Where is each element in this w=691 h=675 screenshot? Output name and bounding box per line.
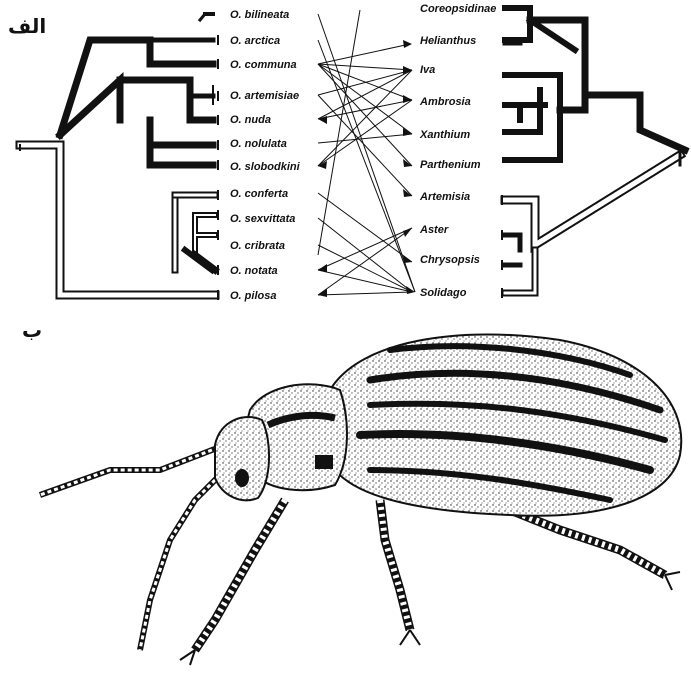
taxon-o-bilineata: O. bilineata (230, 9, 289, 21)
plant-ambrosia: Ambrosia (419, 96, 471, 108)
taxon-o-slobodkini: O. slobodkini (230, 161, 301, 173)
beetle-phylogeny-tree (20, 14, 218, 299)
taxon-o-pilosa: O. pilosa (230, 290, 276, 302)
plant-chrysopsis: Chrysopsis (420, 254, 480, 266)
plant-helianthus: Helianthus (420, 35, 476, 47)
taxon-o-communa: O. communa (230, 59, 297, 71)
host-association-lines (318, 10, 415, 295)
plant-solidago: Solidago (420, 287, 467, 299)
beetle-elytra (323, 334, 681, 515)
plant-phylogeny-tree (502, 8, 685, 297)
taxon-o-nolulata: O. nolulata (230, 138, 287, 150)
plant-parthenium: Parthenium (420, 159, 481, 171)
taxon-o-sexvittata: O. sexvittata (230, 213, 295, 225)
beetle-antennae (40, 445, 225, 650)
taxon-o-arctica: O. arctica (230, 35, 280, 47)
pronotum-spot (315, 455, 333, 469)
plant-artemisia: Artemisia (419, 191, 470, 203)
plant-xanthium: Xanthium (419, 129, 470, 141)
beetle-eye (235, 469, 249, 487)
taxon-o-artemisiae: O. artemisiae (230, 90, 299, 102)
taxon-o-conferta: O. conferta (230, 188, 288, 200)
taxon-o-nuda: O. nuda (230, 114, 271, 126)
taxon-o-notata: O. notata (230, 265, 278, 277)
taxon-o-cribrata: O. cribrata (230, 240, 285, 252)
beetle-taxa-labels: O. bilineata O. arctica O. communa O. ar… (230, 9, 301, 302)
plant-iva: Iva (420, 64, 435, 76)
plant-taxa-labels: Coreopsidinae Helianthus Iva Ambrosia Xa… (419, 3, 496, 299)
plant-coreopsidinae: Coreopsidinae (420, 3, 496, 15)
beetle-illustration (40, 334, 681, 665)
beetle-head (215, 417, 269, 500)
cophylogeny-panel: O. bilineata O. arctica O. communa O. ar… (20, 3, 685, 302)
plant-aster: Aster (419, 224, 449, 236)
